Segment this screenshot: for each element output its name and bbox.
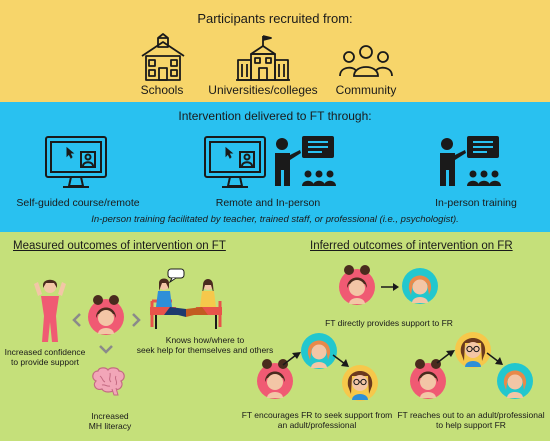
outcomes-section: Measured outcomes of intervention on FT … (0, 232, 550, 441)
community-group-icon (339, 45, 393, 77)
chevron-right-icon (132, 313, 141, 327)
adult-professional-avatar-icon (342, 365, 378, 401)
delivery-note: In-person training facilitated by teache… (91, 214, 459, 225)
source-label-schools: Schools (140, 83, 184, 97)
direct-support-label: FT directly provides support to FR (325, 318, 453, 328)
chevron-down-icon (99, 345, 113, 354)
mode-label-in-person: In-person training (435, 197, 517, 209)
brain-icon (92, 367, 125, 396)
ft-avatar-icon (257, 359, 293, 399)
measured-outcomes-heading: Measured outcomes of intervention on FT (13, 240, 226, 252)
arrow-down-right-icon (486, 352, 503, 365)
mode-label-remote-in-person: Remote and In-person (215, 197, 321, 209)
delivery-heading: Intervention delivered to FT through: (178, 109, 372, 123)
delivery-section: Intervention delivered to FT through: (0, 102, 550, 232)
presenter-classroom-icon (440, 136, 501, 186)
school-building-icon (141, 33, 185, 81)
recruitment-section: Participants recruited from: (0, 0, 550, 102)
mode-label-self-guided: Self-guided course/remote (16, 197, 140, 209)
monitor-and-presenter-icon (204, 136, 336, 188)
computer-monitor-icon (45, 136, 107, 188)
arrow-down-right-icon (332, 354, 349, 367)
ft-avatar-icon (410, 359, 446, 399)
ft-avatar-icon (88, 295, 124, 335)
university-building-icon (236, 35, 290, 81)
two-people-talking-icon (150, 268, 222, 329)
arrow-up-right-icon (436, 350, 455, 364)
inferred-outcomes-heading: Inferred outcomes of intervention on FR (310, 240, 513, 252)
fr-avatar-icon (497, 363, 533, 399)
adult-professional-avatar-icon (455, 332, 491, 368)
confident-person-icon (34, 279, 66, 342)
source-label-community: Community (335, 83, 397, 97)
ft-avatar-icon (339, 265, 375, 305)
recruitment-heading: Participants recruited from: (197, 11, 353, 26)
source-label-universities: Universities/colleges (208, 83, 318, 97)
arrow-up-right-icon (282, 352, 301, 366)
arrow-right-icon (381, 283, 399, 291)
fr-avatar-icon (301, 333, 337, 369)
chevron-left-icon (72, 313, 81, 327)
fr-avatar-icon (402, 268, 438, 304)
